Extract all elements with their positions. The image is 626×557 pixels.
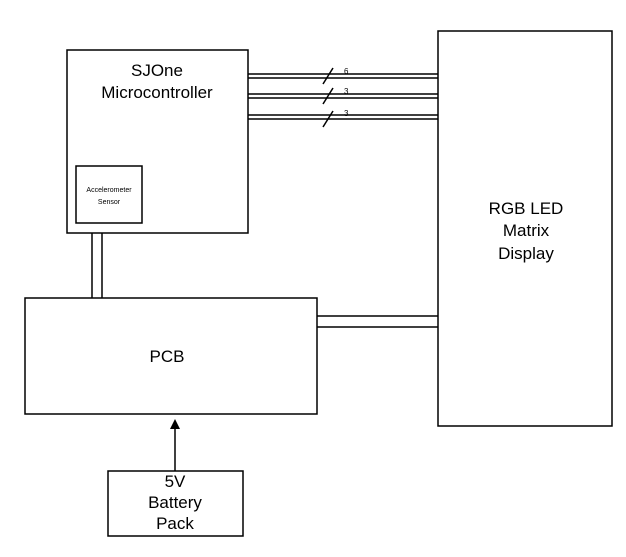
mcu-label-line-1: SJOne xyxy=(131,61,183,80)
connection-pcb-led xyxy=(317,315,438,328)
bus-mcu-led-3: 3 xyxy=(248,109,438,128)
battery-label-line-2: Battery xyxy=(148,493,202,512)
led-label-line-2: Matrix xyxy=(503,221,550,240)
connection-mcu-pcb xyxy=(91,233,103,298)
bus-2-width-label: 3 xyxy=(344,87,349,96)
battery-block: 5V Battery Pack xyxy=(107,470,244,537)
led-label-line-1: RGB LED xyxy=(489,199,564,218)
battery-label-line-3: Pack xyxy=(156,514,194,533)
mcu-label-line-2: Microcontroller xyxy=(101,83,213,102)
bus-mcu-led-1: 6 xyxy=(248,67,438,85)
led-label-line-3: Display xyxy=(498,244,554,263)
bus-mcu-led-2: 3 xyxy=(248,87,438,105)
pcb-block: PCB xyxy=(24,297,318,415)
accelerometer-label-line-2: Sensor xyxy=(98,199,121,206)
bus-3-width-label: 3 xyxy=(344,109,349,118)
battery-label-line-1: 5V xyxy=(165,472,186,491)
led-matrix-block: RGB LED Matrix Display xyxy=(437,30,613,427)
bus-1-width-label: 6 xyxy=(344,67,349,76)
accelerometer-block: Accelerometer Sensor xyxy=(75,165,143,224)
pcb-label: PCB xyxy=(150,347,185,366)
accelerometer-label-line-1: Accelerometer xyxy=(86,187,132,194)
